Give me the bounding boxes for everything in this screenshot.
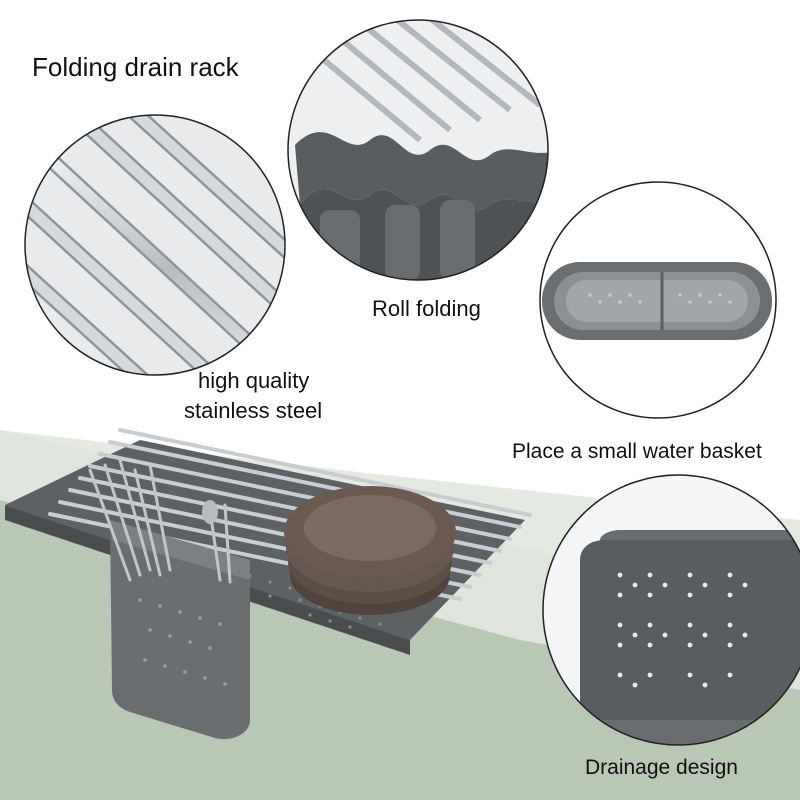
drain-rack-product <box>5 428 532 740</box>
water-basket-detail-circle <box>539 181 777 419</box>
steel-caption-line1: high quality <box>198 368 310 393</box>
steel-caption-line2: stainless steel <box>184 398 323 423</box>
plate-stack <box>284 486 456 615</box>
water-basket-caption: Place a small water basket <box>512 440 762 463</box>
drainage-caption: Drainage design <box>585 756 738 779</box>
roll-folding-caption: Roll folding <box>372 296 481 321</box>
title-caption: Folding drain rack <box>32 52 239 82</box>
drainage-detail-circle <box>542 474 800 746</box>
